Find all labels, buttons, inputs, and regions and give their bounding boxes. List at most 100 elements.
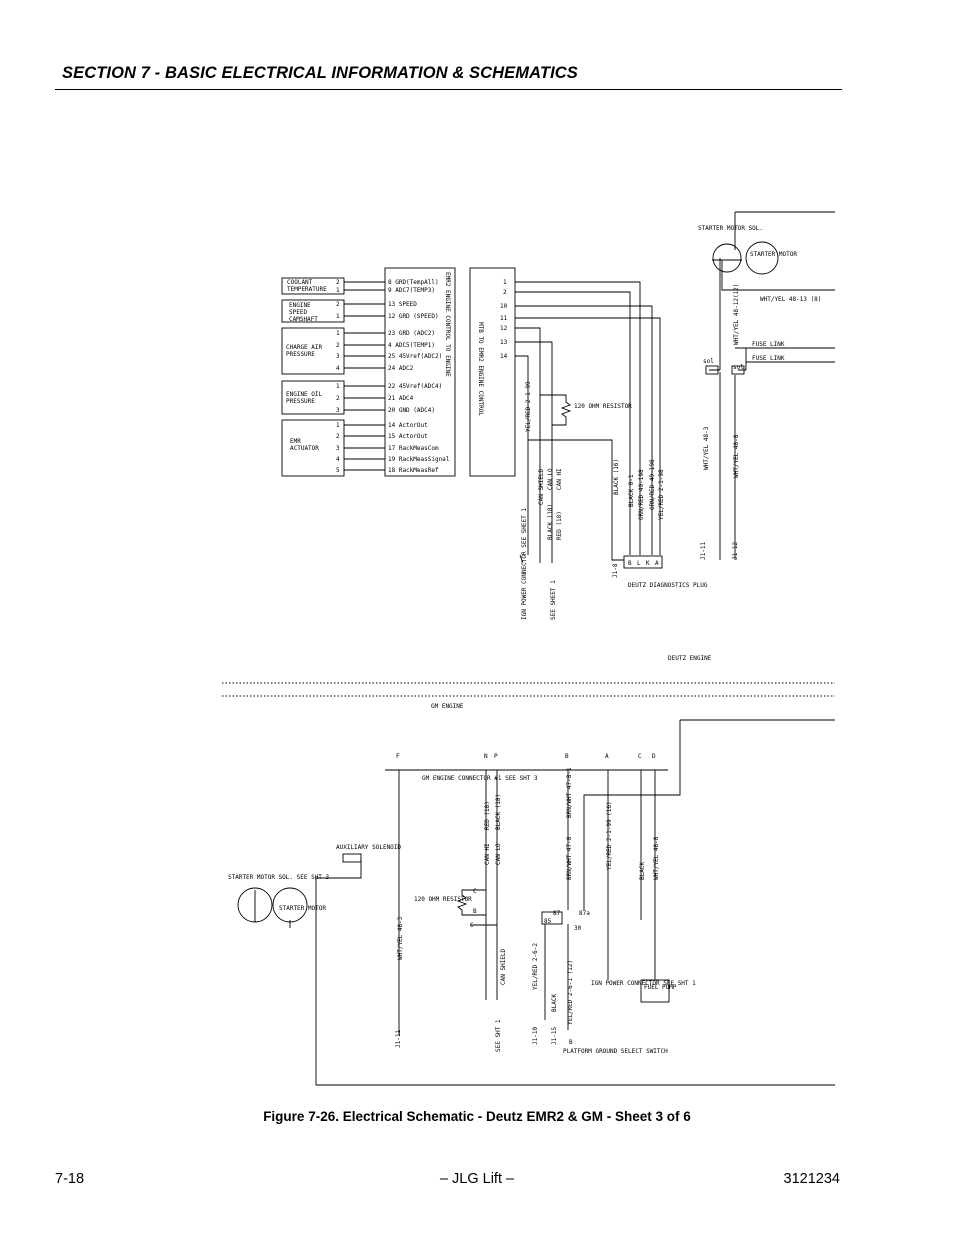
emr-pin: 9 ADC7(TEMP3)	[388, 287, 435, 294]
figure-caption: Figure 7-26. Electrical Schematic - Deut…	[263, 1109, 691, 1124]
gm-letter: B	[565, 753, 569, 760]
gm-wire-label: YEL/RED 2-1-99 (16)	[606, 801, 613, 870]
emr-pin: 21 ADC4	[388, 395, 414, 402]
sensor-actuator-pin-2: 2	[336, 433, 340, 440]
gm-resistor-pin: C	[470, 922, 474, 929]
vehicle-pin: 10	[500, 303, 508, 310]
vehicle-connector-title: MTB TO EMR2 ENGINE CONTROL	[477, 322, 484, 416]
gm-letter: P	[494, 753, 498, 760]
sensor-coolant-line2: TEMPERATURE	[287, 286, 327, 293]
diag-plug-label: DEUTZ DIAGNOSTICS PLUG	[628, 582, 708, 589]
sensor-actuator-pin-4: 4	[336, 456, 340, 463]
gm-wire-label: CAN HI	[484, 843, 491, 865]
gm-resistor-pin: C	[473, 888, 477, 895]
wire-label: YEL/RED 2-1-99	[525, 381, 532, 432]
diag-pin: A	[655, 560, 659, 567]
gm-wire-label: YEL/RED 2-6-2	[532, 943, 539, 990]
deutz-starter-sol-label: STARTER MOTOR SOL.	[698, 225, 763, 232]
emr-pin: 18 RackMeasRef	[388, 467, 439, 474]
deutz-ign-connector: IGN POWER CONNECTOR SEE SHEET 1	[521, 508, 528, 620]
sensor-speed-pin-b: 1	[336, 313, 340, 320]
relay-pin: 30	[574, 925, 582, 932]
gm-wire-label: CAN SHIELD	[500, 948, 507, 985]
gm-letter: F	[396, 753, 400, 760]
gm-wire-end: J1-15	[551, 1027, 558, 1045]
emr-pin: 17 RackMeasCom	[388, 445, 439, 452]
wire-label: CAN LO	[547, 468, 554, 490]
wire-label: BLACK (18)	[547, 504, 554, 540]
emr-pin: 12 GRD (SPEED)	[388, 313, 439, 320]
sensor-charge-pin-1: 1	[336, 330, 340, 337]
sensor-coolant-pin-a: 2	[336, 279, 340, 286]
sensor-actuator-pin-1: 1	[336, 422, 340, 429]
sensor-oil-pin-3: 3	[336, 407, 340, 414]
sensor-actuator-pin-5: 5	[336, 467, 340, 474]
section-title: SECTION 7 - BASIC ELECTRICAL INFORMATION…	[62, 64, 578, 82]
footer-brand: – JLG Lift –	[439, 1171, 515, 1187]
sensor-coolant-line1: COOLANT	[287, 279, 313, 286]
emr-connector-box	[384, 267, 456, 477]
wire-label: CAN SHIELD	[538, 468, 545, 505]
wire-label: WHT/YEL 48-12(12)	[733, 284, 740, 345]
wire-end: J1-8	[612, 563, 619, 578]
gm-resistor-pin: B	[473, 908, 477, 915]
sensor-charge-pin-4: 4	[336, 365, 340, 372]
gm-wire-end: J1-11	[395, 1030, 402, 1048]
sensor-oil-pin-2: 2	[336, 395, 340, 402]
vehicle-pin: 11	[500, 315, 508, 322]
diag-pin: K	[646, 560, 650, 567]
relay-pin: 85	[544, 918, 552, 925]
emr-pin: 22 45Vref(ADC4)	[388, 383, 442, 390]
vehicle-pin: 1	[503, 279, 507, 286]
sensor-charge-line1: CHARGE AIR	[286, 344, 323, 351]
sensor-coolant-box	[281, 277, 345, 295]
gm-wire-end: J1-10	[532, 1027, 539, 1045]
gm-connector-note: GM ENGINE CONNECTOR #1 SEE SHT 3	[422, 775, 538, 782]
gm-wire-label: BRN/WHT 47-8	[566, 836, 573, 880]
gm-wire-label: BLACK	[639, 862, 646, 880]
deutz-starter-sol-circle	[712, 243, 742, 273]
header-rule	[55, 89, 842, 90]
emr-pin: 25 45Vref(ADC2)	[388, 353, 442, 360]
wire-label: YEL/RED 2-1-98	[658, 469, 665, 520]
deutz-starter-motor-circle	[745, 241, 779, 275]
sensor-speed-line2: SPEED	[289, 309, 307, 316]
sensor-oilpress-box	[281, 380, 345, 415]
gm-wire-label: WHT/YEL 48-3	[397, 916, 404, 960]
wire-label: BLACK (16)	[613, 459, 620, 495]
gm-letter: N	[484, 753, 488, 760]
sol-label: sol	[703, 358, 714, 365]
wire-label: CAN HI	[556, 468, 563, 490]
deutz-engine-label: DEUTZ ENGINE	[668, 655, 712, 662]
wire-label: ORN/RED 49-198	[649, 459, 656, 510]
wire-label: RED (18)	[556, 511, 563, 540]
sensor-charge-pin-3: 3	[336, 353, 340, 360]
sensor-charge-pin-2: 2	[336, 342, 340, 349]
switch-pin: B	[569, 1039, 573, 1046]
sensor-speed-line1: ENGINE	[289, 302, 311, 309]
aux-solenoid-label: AUXILIARY SOLENOID	[336, 844, 401, 851]
diag-pin: B	[628, 560, 632, 567]
aux-solenoid	[342, 853, 362, 863]
sensor-actuator-line2: ACTUATOR	[290, 445, 319, 452]
gm-wire-label: WHT/YEL 48-8	[653, 836, 660, 880]
relay-pin: 87a	[579, 910, 590, 917]
vehicle-pin: 14	[500, 353, 508, 360]
vehicle-pin: 12	[500, 325, 508, 332]
emr-pin: 19 RackMeasSignal	[388, 456, 450, 463]
gm-starter-motor-label: STARTER MOTOR	[279, 905, 326, 912]
gm-wire-label: BRN/WHT 47-8-1	[566, 767, 573, 818]
wire-label: WHT/YEL 48-13 (8)	[760, 296, 821, 303]
diag-pin: L	[637, 560, 641, 567]
gm-see-sheet: SEE SHT 1	[495, 1019, 502, 1052]
gm-letter: C	[638, 753, 642, 760]
emr-pin: 8 GRD(TempAll)	[388, 279, 439, 286]
gm-wire-label: CAN LO	[495, 843, 502, 865]
fuel-pump-label: FUEL PUMP	[644, 984, 677, 991]
platform-switch-label: PLATFORM GROUND SELECT SWITCH	[563, 1048, 668, 1055]
vehicle-pin: 13	[500, 339, 508, 346]
wire-label: BLACK 0-1	[628, 474, 635, 507]
deutz-starter-motor-label: STARTER MOTOR	[750, 251, 797, 258]
fuse-link-label: FUSE LINK	[752, 341, 785, 348]
